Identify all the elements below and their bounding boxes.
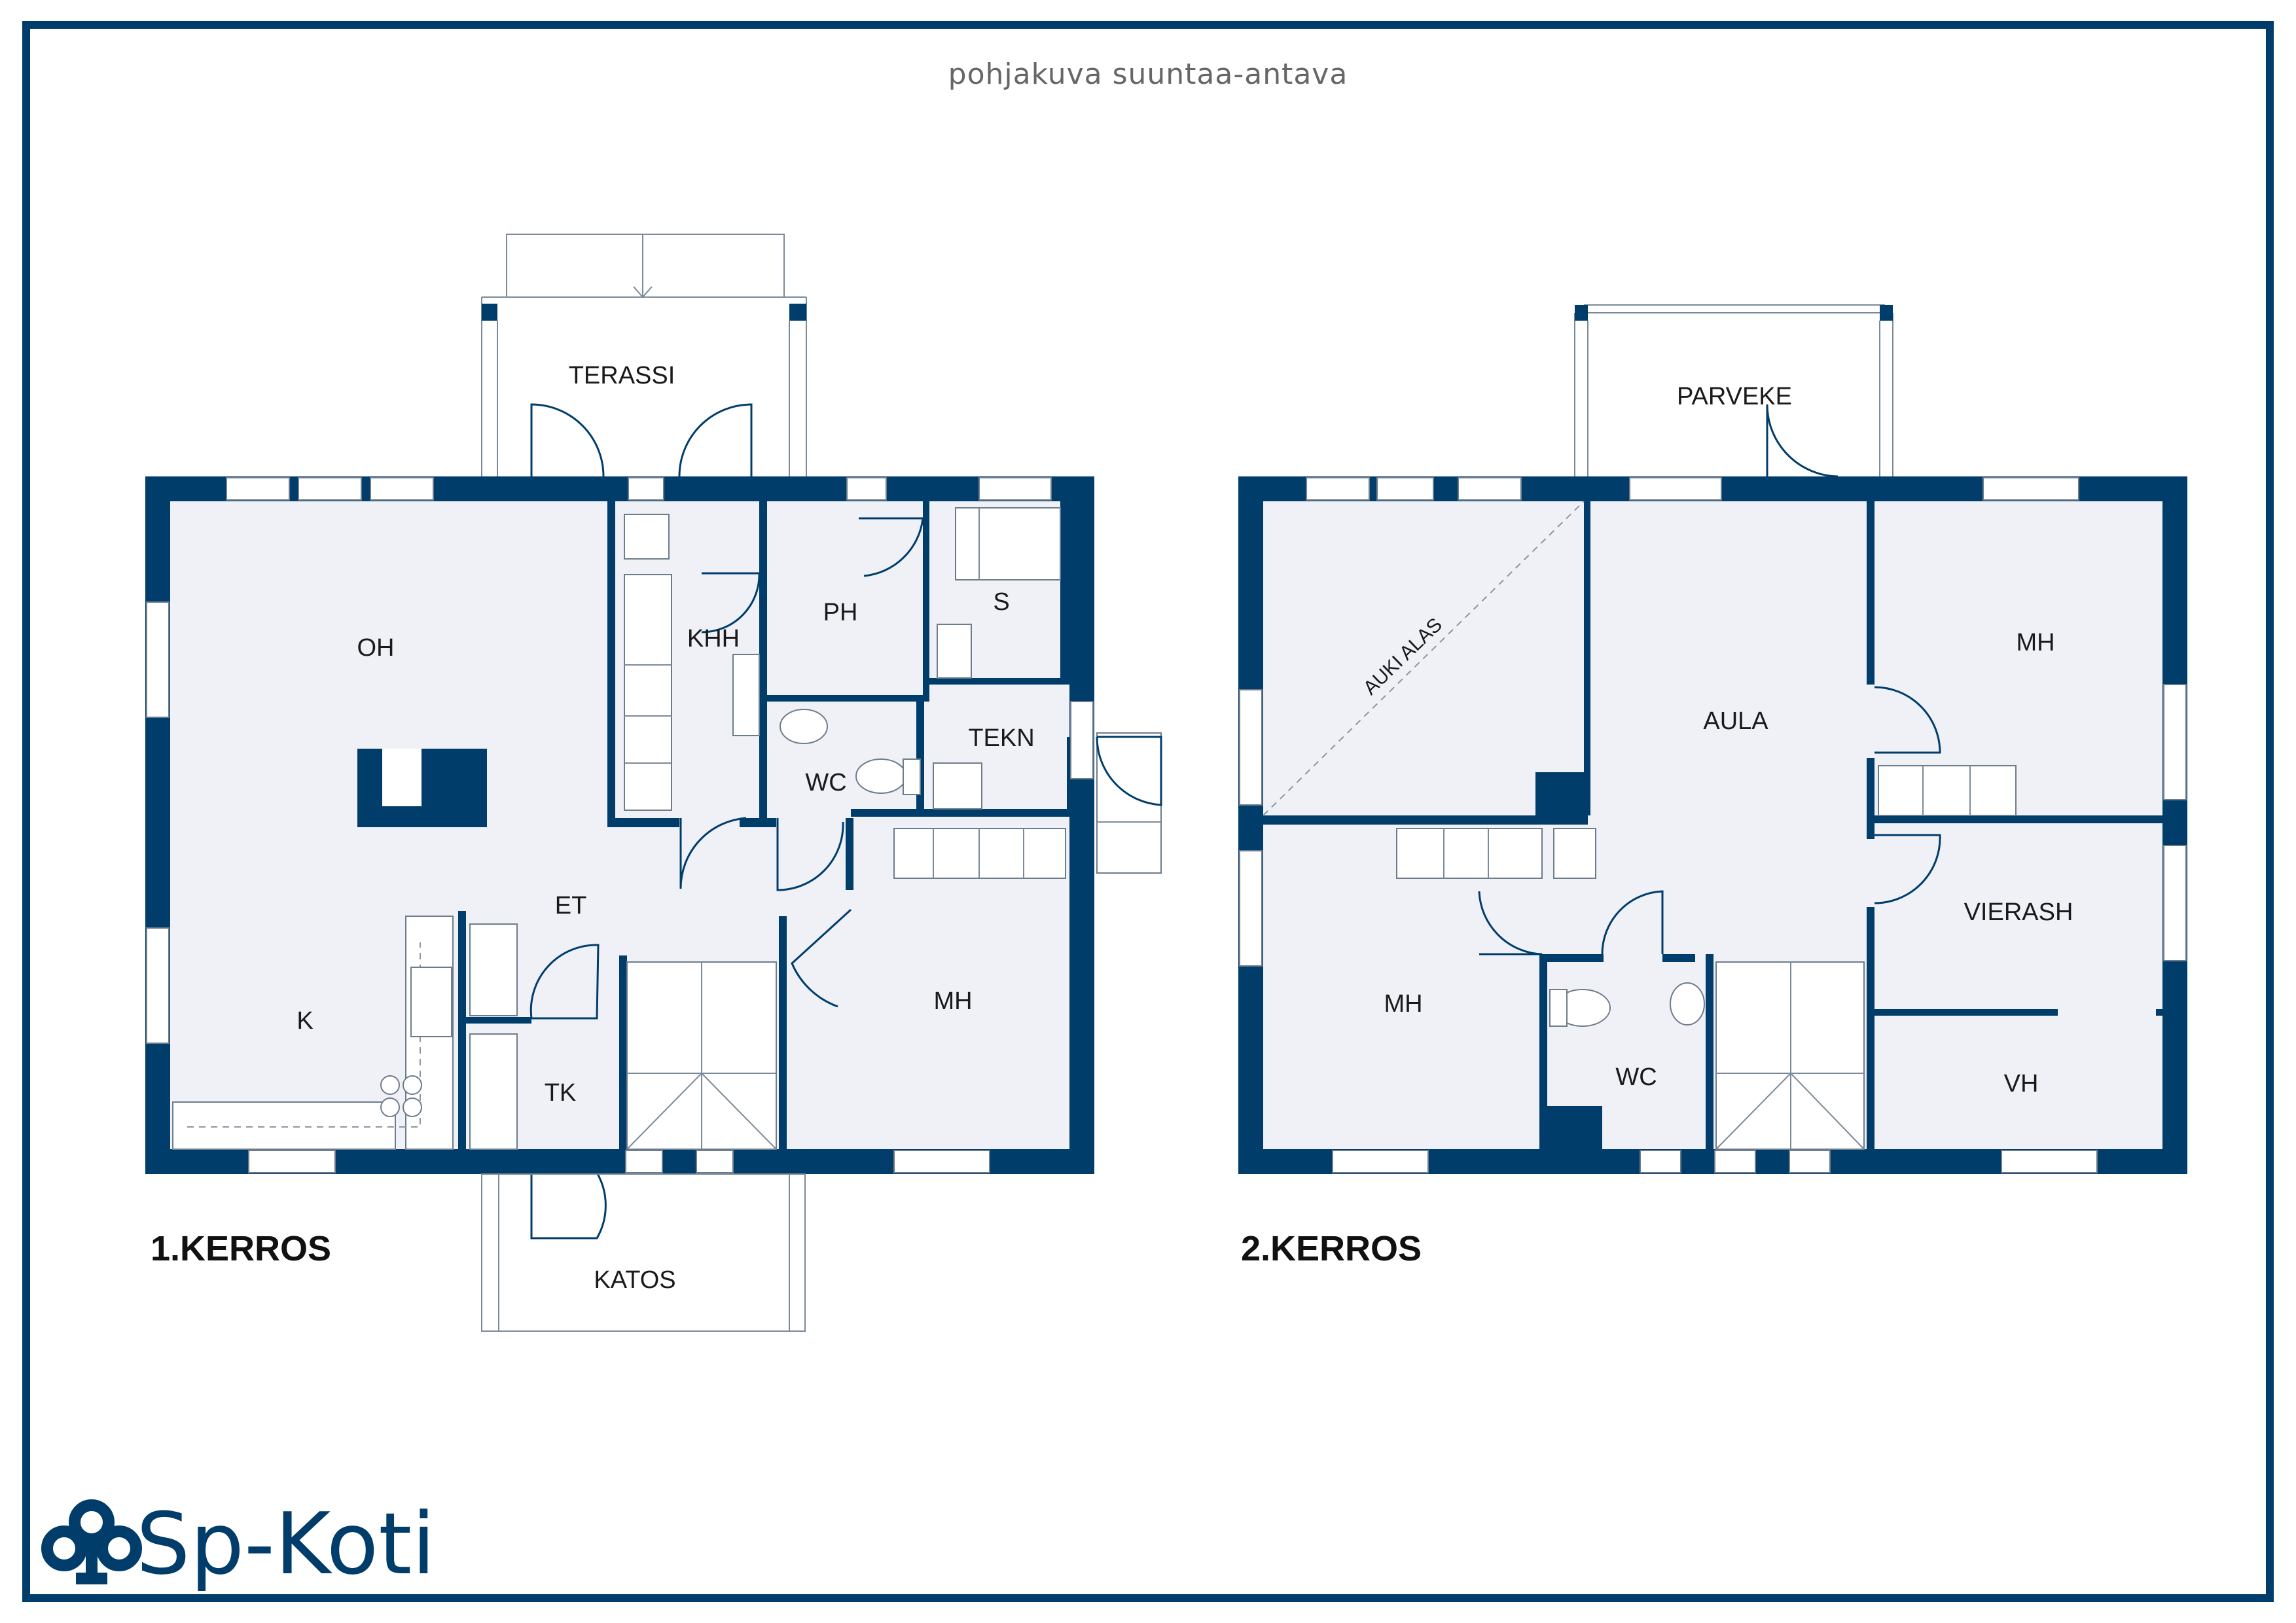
room-label-k: K <box>296 1007 313 1035</box>
sp-koti-logo-mark <box>41 1499 142 1584</box>
room-label-mh: MH <box>933 988 972 1015</box>
room-label-terassi: TERASSI <box>569 362 675 389</box>
floor-1-title: 1.KERROS <box>151 1229 331 1268</box>
plan-subtitle: pohjakuva suuntaa-antava <box>948 58 1348 91</box>
room-label-mh-upper: MH <box>2016 629 2054 656</box>
room-label-et: ET <box>555 892 587 919</box>
terrace-door-left[interactable] <box>530 403 605 477</box>
room-label-tekn: TEKN <box>968 724 1034 752</box>
floor-1-doors <box>529 517 1162 1240</box>
room-label-vierash: VIERASH <box>1964 899 2073 926</box>
open-to-below-diagonal <box>1263 501 1585 816</box>
room-label-wc-upper: WC <box>1615 1063 1657 1091</box>
room-label-katos: KATOS <box>594 1266 675 1294</box>
katos-outline <box>481 1173 806 1332</box>
floor-1-windows <box>146 477 1094 1173</box>
room-label-vh: VH <box>2004 1070 2039 1097</box>
room-label-aula: AULA <box>1703 707 1768 735</box>
room-label-ph: PH <box>823 599 858 626</box>
room-label-parveke: PARVEKE <box>1677 383 1792 410</box>
room-label-mh-lower: MH <box>1384 990 1422 1018</box>
balcony-outline <box>1574 304 1893 476</box>
floor-1: TERASSI <box>145 234 1162 1332</box>
room-label-s: S <box>993 588 1009 616</box>
room-label-khh: KHH <box>687 625 740 652</box>
balcony-door[interactable] <box>1766 404 1839 478</box>
floor-2-windows <box>1239 477 2187 1173</box>
terrace-door-right[interactable] <box>678 403 753 477</box>
sp-koti-logo: Sp-Koti <box>41 1494 435 1594</box>
floor-2-title: 2.KERROS <box>1241 1229 1422 1268</box>
floor-2-doors <box>1478 686 1941 955</box>
sp-koti-logo-wordmark: Sp-Koti <box>136 1494 435 1594</box>
room-label-oh: OH <box>357 634 395 662</box>
page-frame <box>22 21 2274 1602</box>
floor-2: PARVEKE <box>1238 304 2187 1268</box>
room-label-tk: TK <box>545 1079 577 1107</box>
room-label-wc: WC <box>805 769 846 796</box>
floor-1-fixtures <box>172 507 1162 1150</box>
terrace-outline <box>481 234 807 476</box>
floor-2-fixtures <box>1396 765 2017 1150</box>
